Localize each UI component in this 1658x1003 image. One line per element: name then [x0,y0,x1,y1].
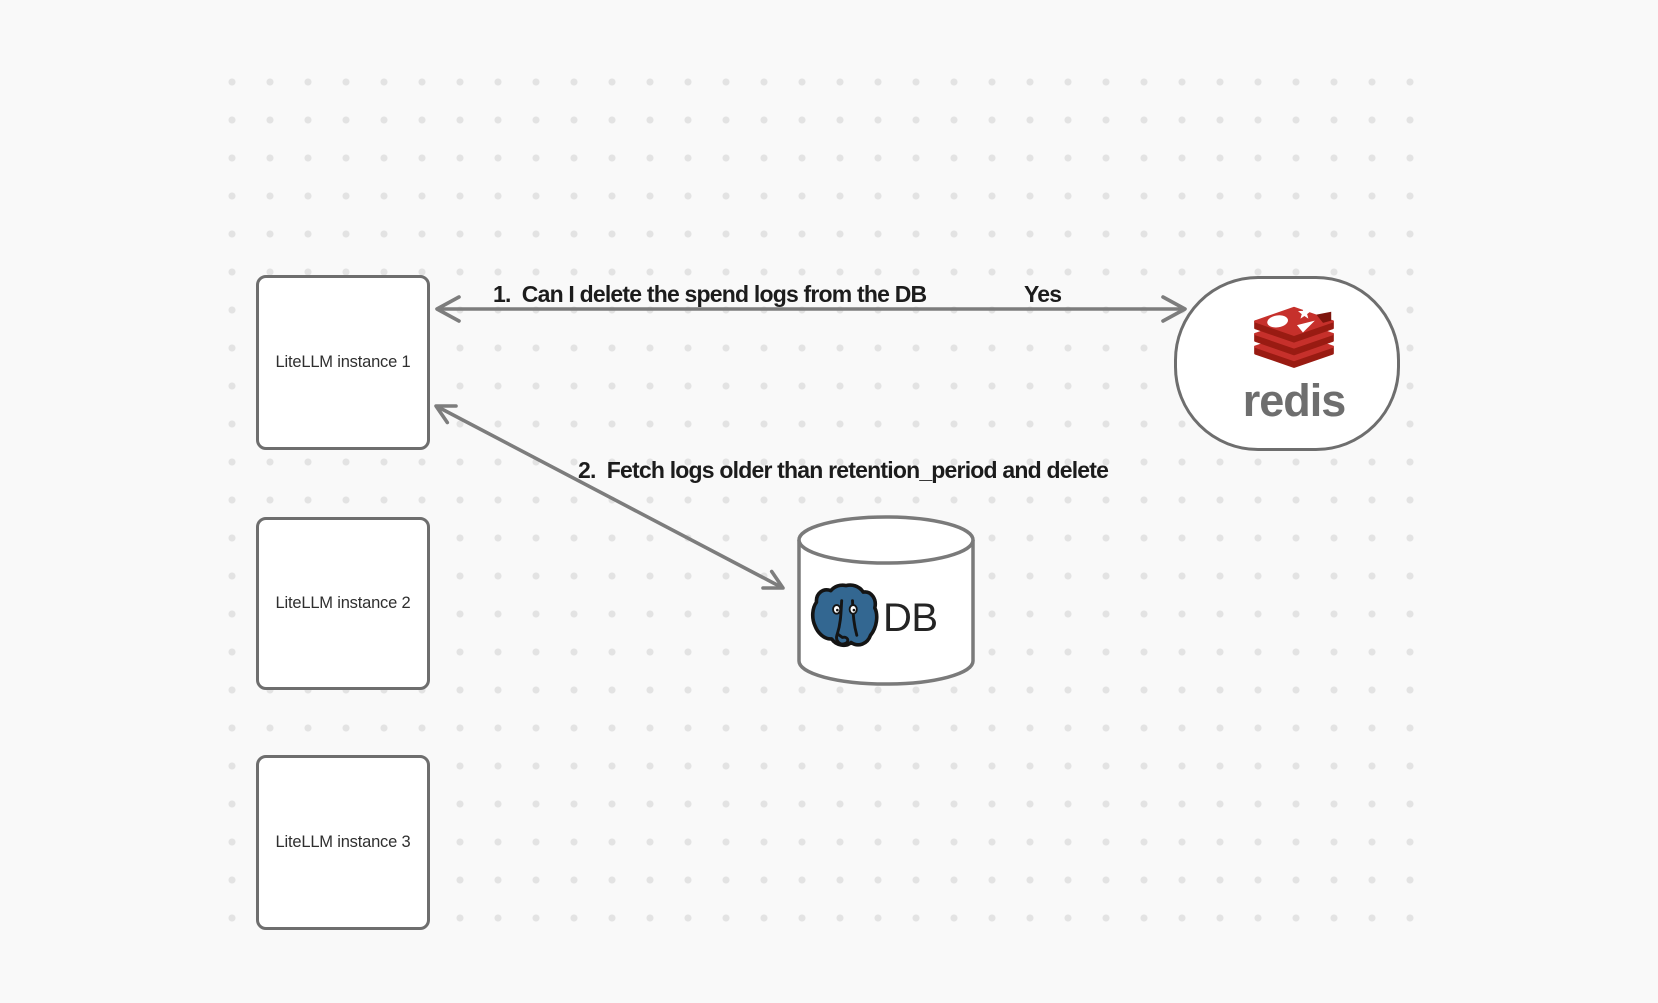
arrow-edge1[interactable] [435,295,1187,323]
postgresql-elephant-icon [810,583,879,648]
node-redis[interactable]: redis [1174,276,1400,451]
database-label: DB [883,596,938,640]
redis-logo-block: redis [1240,305,1348,423]
node-litellm-instance-2-label: LiteLLM instance 2 [275,594,411,612]
node-database[interactable]: DB [795,512,977,692]
edge2-label: 2. Fetch logs older than retention_perio… [578,457,1109,483]
database-cylinder-shape [797,515,975,686]
node-litellm-instance-1-label: LiteLLM instance 1 [275,353,411,371]
redis-wordmark: redis [1242,374,1347,426]
edge1-label: 1. Can I delete the spend logs from the … [493,281,927,307]
node-litellm-instance-3[interactable]: LiteLLM instance 3 [256,755,430,930]
edge1-reply-label: Yes [1024,281,1062,307]
arrow-edge2[interactable] [434,404,785,590]
redis-stack-icon [1254,305,1334,368]
node-litellm-instance-2[interactable]: LiteLLM instance 2 [256,517,430,690]
node-litellm-instance-1[interactable]: LiteLLM instance 1 [256,275,430,450]
node-litellm-instance-3-label: LiteLLM instance 3 [275,833,411,851]
